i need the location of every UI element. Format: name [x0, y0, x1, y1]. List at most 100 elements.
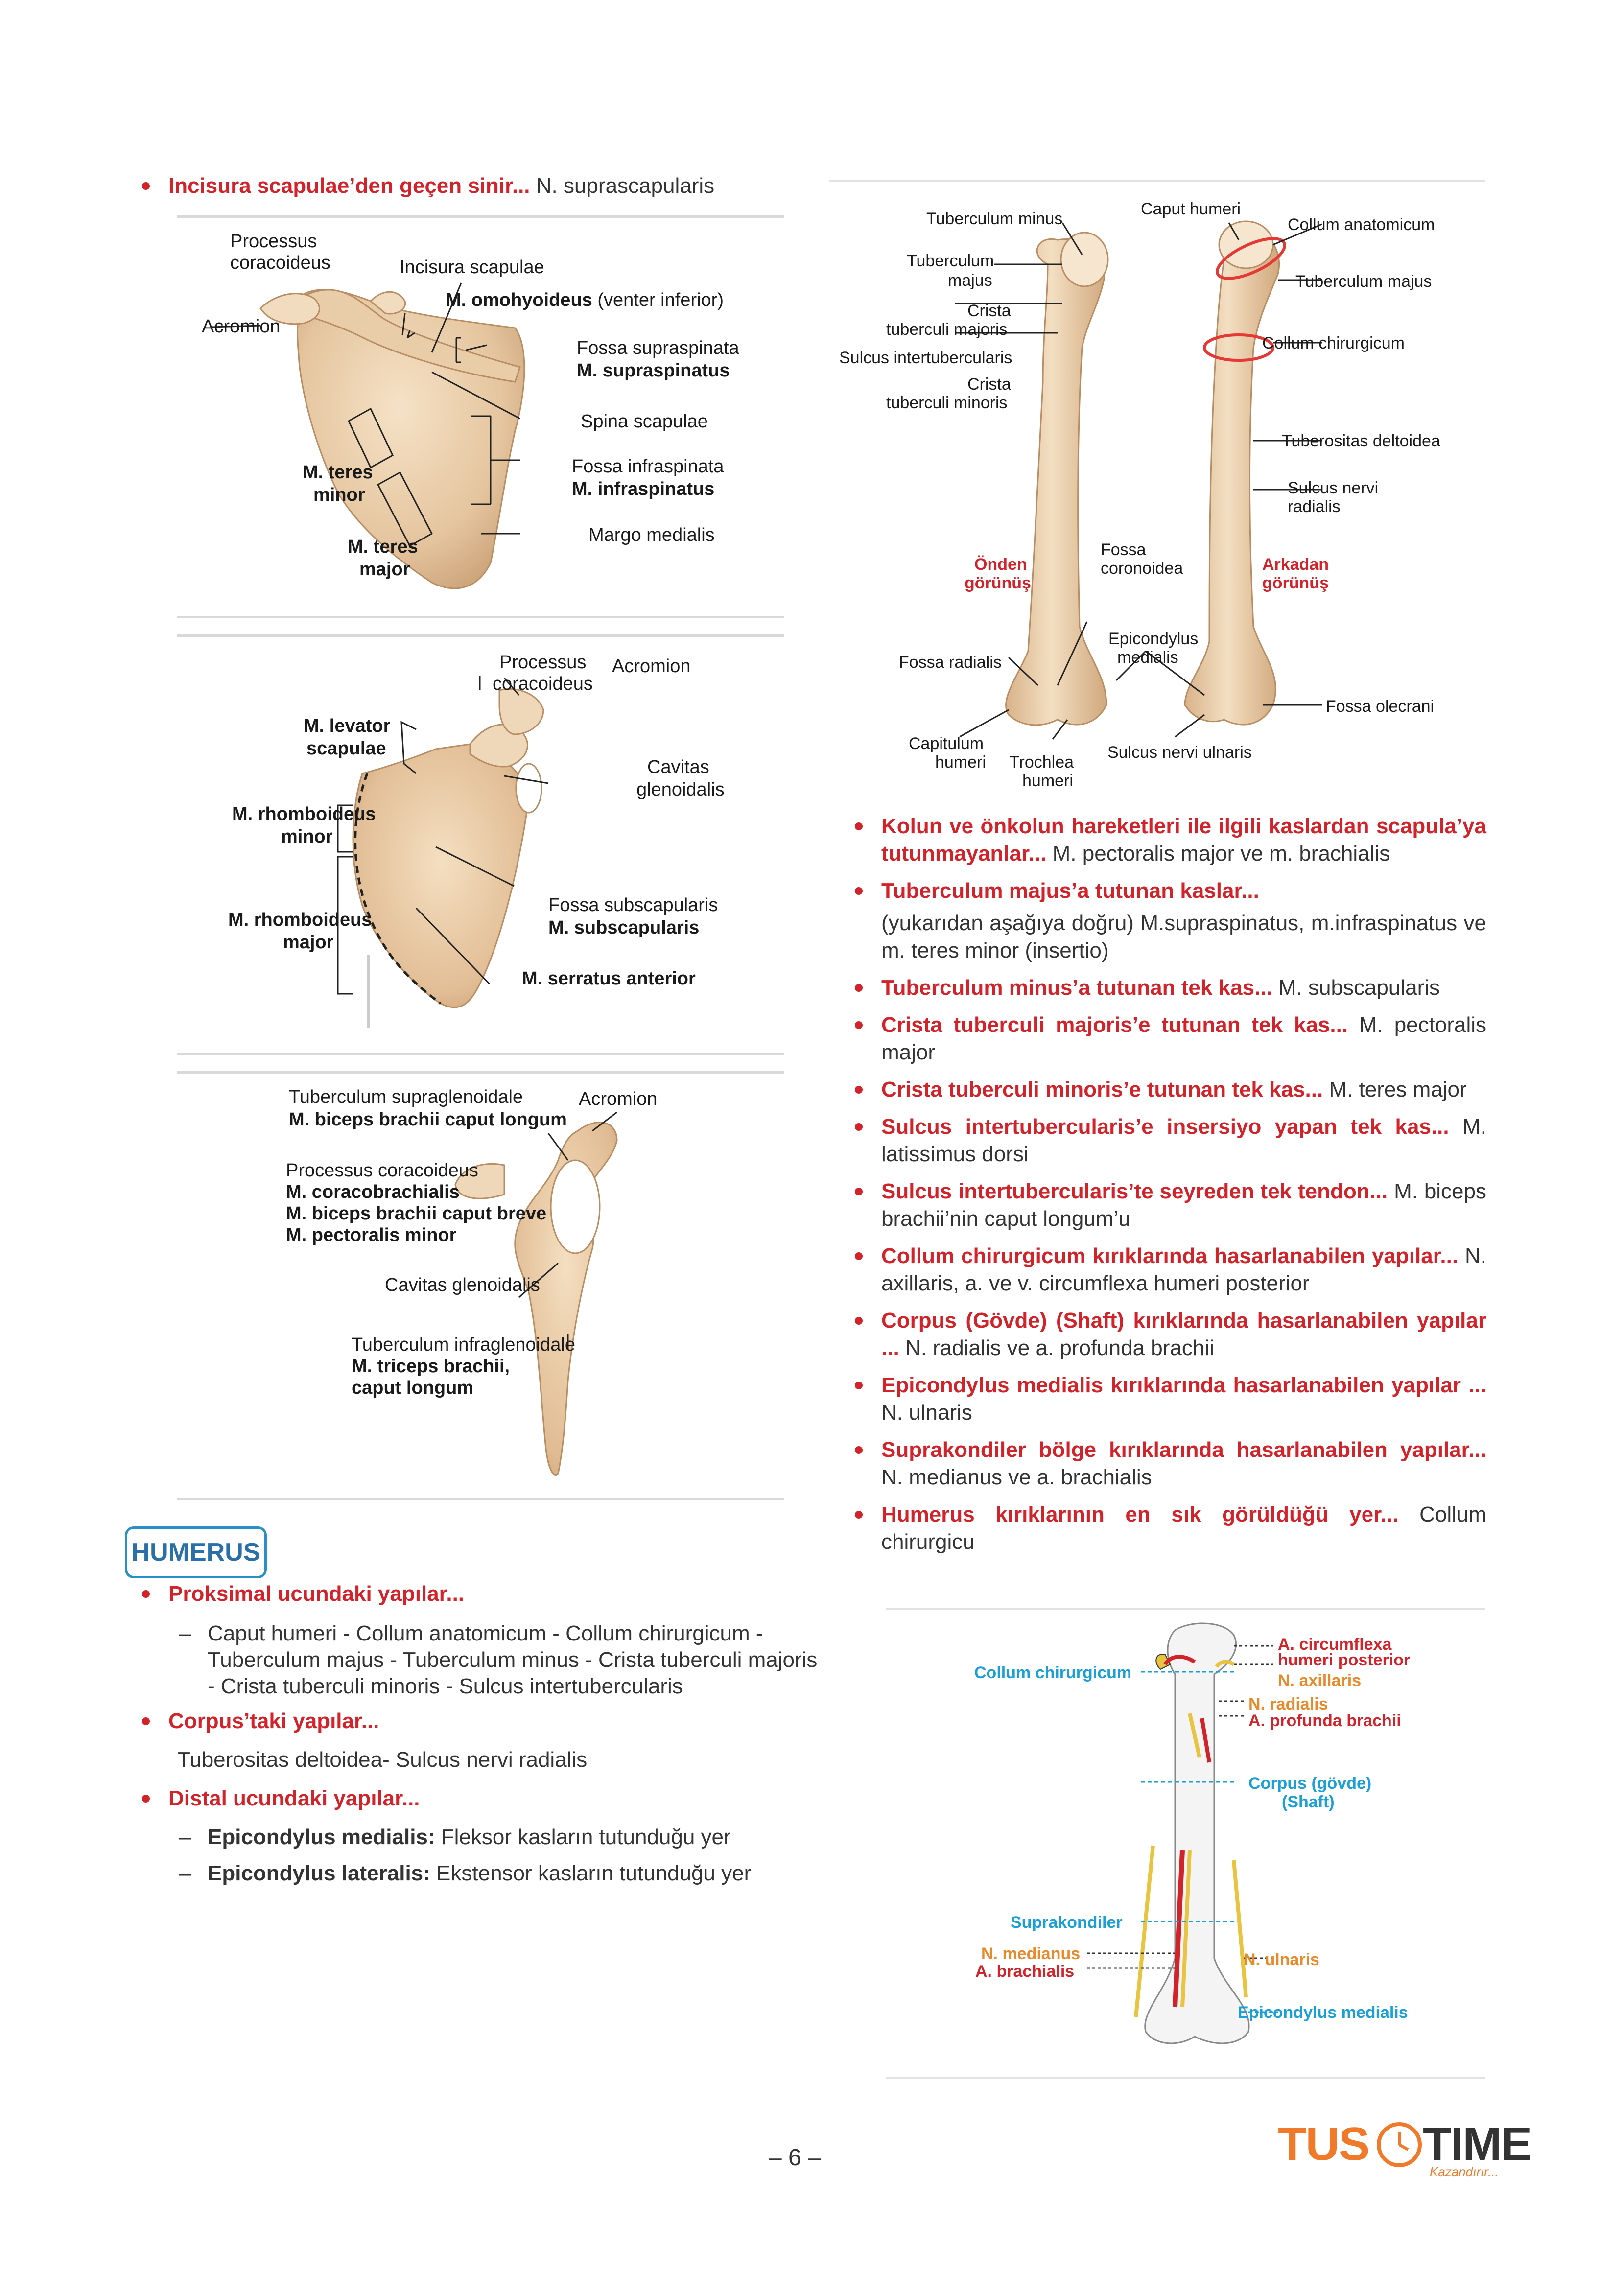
label-n-ulnaris: N. ulnaris	[1244, 1950, 1319, 1969]
humerus-corpus-list: Corpus’taki yapılar...	[137, 1708, 788, 1745]
label-levator-2: scapulae	[306, 738, 386, 759]
label-coracobrachialis: M. coracobrachialis	[286, 1182, 460, 1202]
list-item: Tuberculum majus’a tutunan kaslar...	[850, 877, 1486, 905]
label-fossa-subscapularis: Fossa subscapularis	[548, 895, 718, 915]
label-capitulum-2: humeri	[935, 753, 986, 772]
label-glenoidalis: glenoidalis	[636, 779, 725, 800]
divider	[177, 215, 784, 218]
label-sulcus-radialis-2: radialis	[1288, 497, 1341, 516]
epicondylus-medialis-item: Epicondylus medialis: Fleksor kasların t…	[176, 1824, 820, 1850]
humerus-distal-list: Distal ucundaki yapılar...	[137, 1785, 788, 1822]
list-item: Crista tuberculi minoris’e tutunan tek k…	[850, 1076, 1486, 1103]
list-item: Sulcus intertubercularis’e insersiyo yap…	[850, 1113, 1486, 1168]
label-coracoideus: coracoideus	[230, 253, 330, 273]
label-epicondylus: Epicondylus	[1108, 630, 1199, 648]
label-epicondylus-medialis: Epicondylus medialis	[1238, 2003, 1408, 2022]
divider	[886, 2077, 1485, 2079]
label-teres-major: M. teres	[348, 537, 418, 557]
label-margo-medialis: Margo medialis	[588, 525, 715, 545]
label-tuberculum-minus: Tuberculum minus	[926, 210, 1063, 228]
list-item: Sulcus intertubercularis’te seyreden tek…	[850, 1178, 1486, 1233]
label-m-subscapularis: M. subscapularis	[548, 917, 700, 938]
clock-icon	[1377, 2122, 1422, 2167]
label-collum-chirurgicum: Collum chirurgicum	[1262, 334, 1405, 352]
label-incisura-scapulae: Incisura scapulae	[400, 257, 544, 278]
humerus-fracture-diagram	[1087, 1622, 1278, 2044]
label-processus-coracoideus: Processus coracoideus	[286, 1160, 478, 1181]
section-title-humerus: HUMERUS	[125, 1526, 267, 1578]
label-fossa-supraspinata: Fossa supraspinata	[577, 338, 739, 358]
label-processus: Processus	[230, 231, 317, 252]
label-tuberculum-majus-2: majus	[948, 271, 992, 290]
label-tuberositas-deltoidea: Tuberositas deltoidea	[1282, 432, 1440, 450]
label-suprakondiler: Suprakondiler	[1011, 1913, 1123, 1932]
humerus-proximal-list: Proksimal ucundaki yapılar...	[137, 1580, 788, 1617]
label-fossa-infraspinata: Fossa infraspinata	[572, 456, 724, 477]
label-omohyoideus: M. omohyoideus (venter inferior)	[446, 290, 724, 310]
divider	[177, 634, 784, 637]
list-item: Distal ucundaki yapılar...	[137, 1785, 788, 1812]
list-item: Corpus’taki yapılar...	[137, 1708, 788, 1735]
label-corpus: Corpus (gövde)	[1248, 1774, 1372, 1793]
label-circumflexa: A. circumflexa	[1278, 1635, 1392, 1654]
label-sulcus-ulnaris: Sulcus nervi ulnaris	[1107, 743, 1252, 762]
scapula-posterior-figure	[211, 282, 525, 589]
list-item: Collum chirurgicum kırıklarında hasarlan…	[850, 1242, 1486, 1297]
list-item: Corpus (Gövde) (Shaft) kırıklarında hasa…	[850, 1307, 1486, 1362]
label-cavitas-glenoidalis: Cavitas glenoidalis	[385, 1275, 540, 1295]
label-fossa-radialis: Fossa radialis	[899, 653, 1002, 672]
label-tuberculum-infraglenoidale: Tuberculum infraglenoidale	[352, 1335, 575, 1355]
label-cavitas: Cavitas	[647, 757, 709, 777]
list-item: Tuberculum minus’a tutunan tek kas... M.…	[850, 974, 1486, 1002]
label-n-axillaris: N. axillaris	[1278, 1671, 1362, 1690]
label-m-supraspinatus: M. supraspinatus	[577, 360, 730, 381]
label-trochlea: Trochlea	[1010, 753, 1074, 772]
list-item: Suprakondiler bölge kırıklarında hasarla…	[850, 1436, 1486, 1491]
label-trochlea-2: humeri	[1022, 772, 1073, 790]
label-arkadan: Arkadan	[1262, 555, 1329, 574]
label-profunda-brachii: A. profunda brachii	[1248, 1711, 1401, 1730]
label-fossa-coronoidea: Fossa	[1101, 540, 1146, 559]
label-rhomboideus-minor-2: minor	[281, 826, 333, 847]
tus-time-logo: TUS TIME Kazandırır...	[1278, 2117, 1532, 2179]
label-triceps: M. triceps brachii,	[352, 1356, 510, 1377]
label-epicondylus-2: medialis	[1117, 648, 1178, 667]
page-number: – 6 –	[769, 2145, 821, 2171]
label-arkadan-2: görünüş	[1262, 574, 1329, 592]
label-teres-minor: M. teres	[303, 462, 373, 483]
label-fossa-coronoidea-2: coronoidea	[1101, 559, 1183, 578]
divider	[177, 616, 784, 618]
list-item-note: (yukarıdan aşağıya doğru) M.supraspinatu…	[881, 911, 1486, 962]
label-biceps-breve: M. biceps brachii caput breve	[286, 1203, 547, 1224]
label-capitulum: Capitulum	[909, 734, 984, 753]
label-crista-minoris-2: tuberculi minoris	[886, 394, 1008, 412]
label-spina-scapulae: Spina scapulae	[581, 411, 708, 432]
label-rhomboideus-minor: M. rhomboideus	[232, 804, 376, 824]
list-item: Kolun ve önkolun hareketleri ile ilgili …	[850, 813, 1486, 867]
label-caput-humeri: Caput humeri	[1141, 200, 1241, 218]
label-onden-2: görünüş	[965, 574, 1031, 592]
label-crista-minoris: Crista	[967, 375, 1011, 394]
epicondylus-lateralis-item: Epicondylus lateralis: Ekstensor kasları…	[176, 1860, 820, 1887]
label-rhomboideus-major-2: major	[283, 932, 334, 953]
label-crista-majoris: Crista	[967, 302, 1011, 320]
label-onden: Önden	[974, 555, 1027, 574]
label-tuberculum-majus-r: Tuberculum majus	[1295, 272, 1432, 291]
label-sulcus-intertubercularis: Sulcus intertubercularis	[839, 349, 1012, 367]
label-collum-chirurgicum: Collum chirurgicum	[974, 1663, 1132, 1682]
label-n-medianus: N. medianus	[981, 1944, 1081, 1963]
logo-tagline: Kazandırır...	[1430, 2164, 1499, 2179]
list-item: Crista tuberculi majoris’e tutunan tek k…	[850, 1011, 1486, 1066]
label-tuberculum-majus: Tuberculum	[907, 252, 994, 270]
label-crista-majoris-2: tuberculi majoris	[886, 320, 1008, 339]
logo-text-time: TIME	[1423, 2118, 1532, 2170]
list-item: Humerus kırıklarının en sık görüldüğü ye…	[850, 1501, 1486, 1556]
label-coracoideus: coracoideus	[493, 674, 593, 694]
corpus-structures: Tuberositas deltoidea- Sulcus nervi radi…	[177, 1748, 588, 1772]
label-sulcus-radialis: Sulcus nervi	[1288, 479, 1379, 497]
divider	[886, 1608, 1485, 1610]
label-acromion: Acromion	[202, 316, 281, 337]
label-shaft: (Shaft)	[1282, 1793, 1335, 1811]
label-a-brachialis: A. brachialis	[975, 1962, 1075, 1981]
label-n-radialis: N. radialis	[1248, 1695, 1328, 1713]
